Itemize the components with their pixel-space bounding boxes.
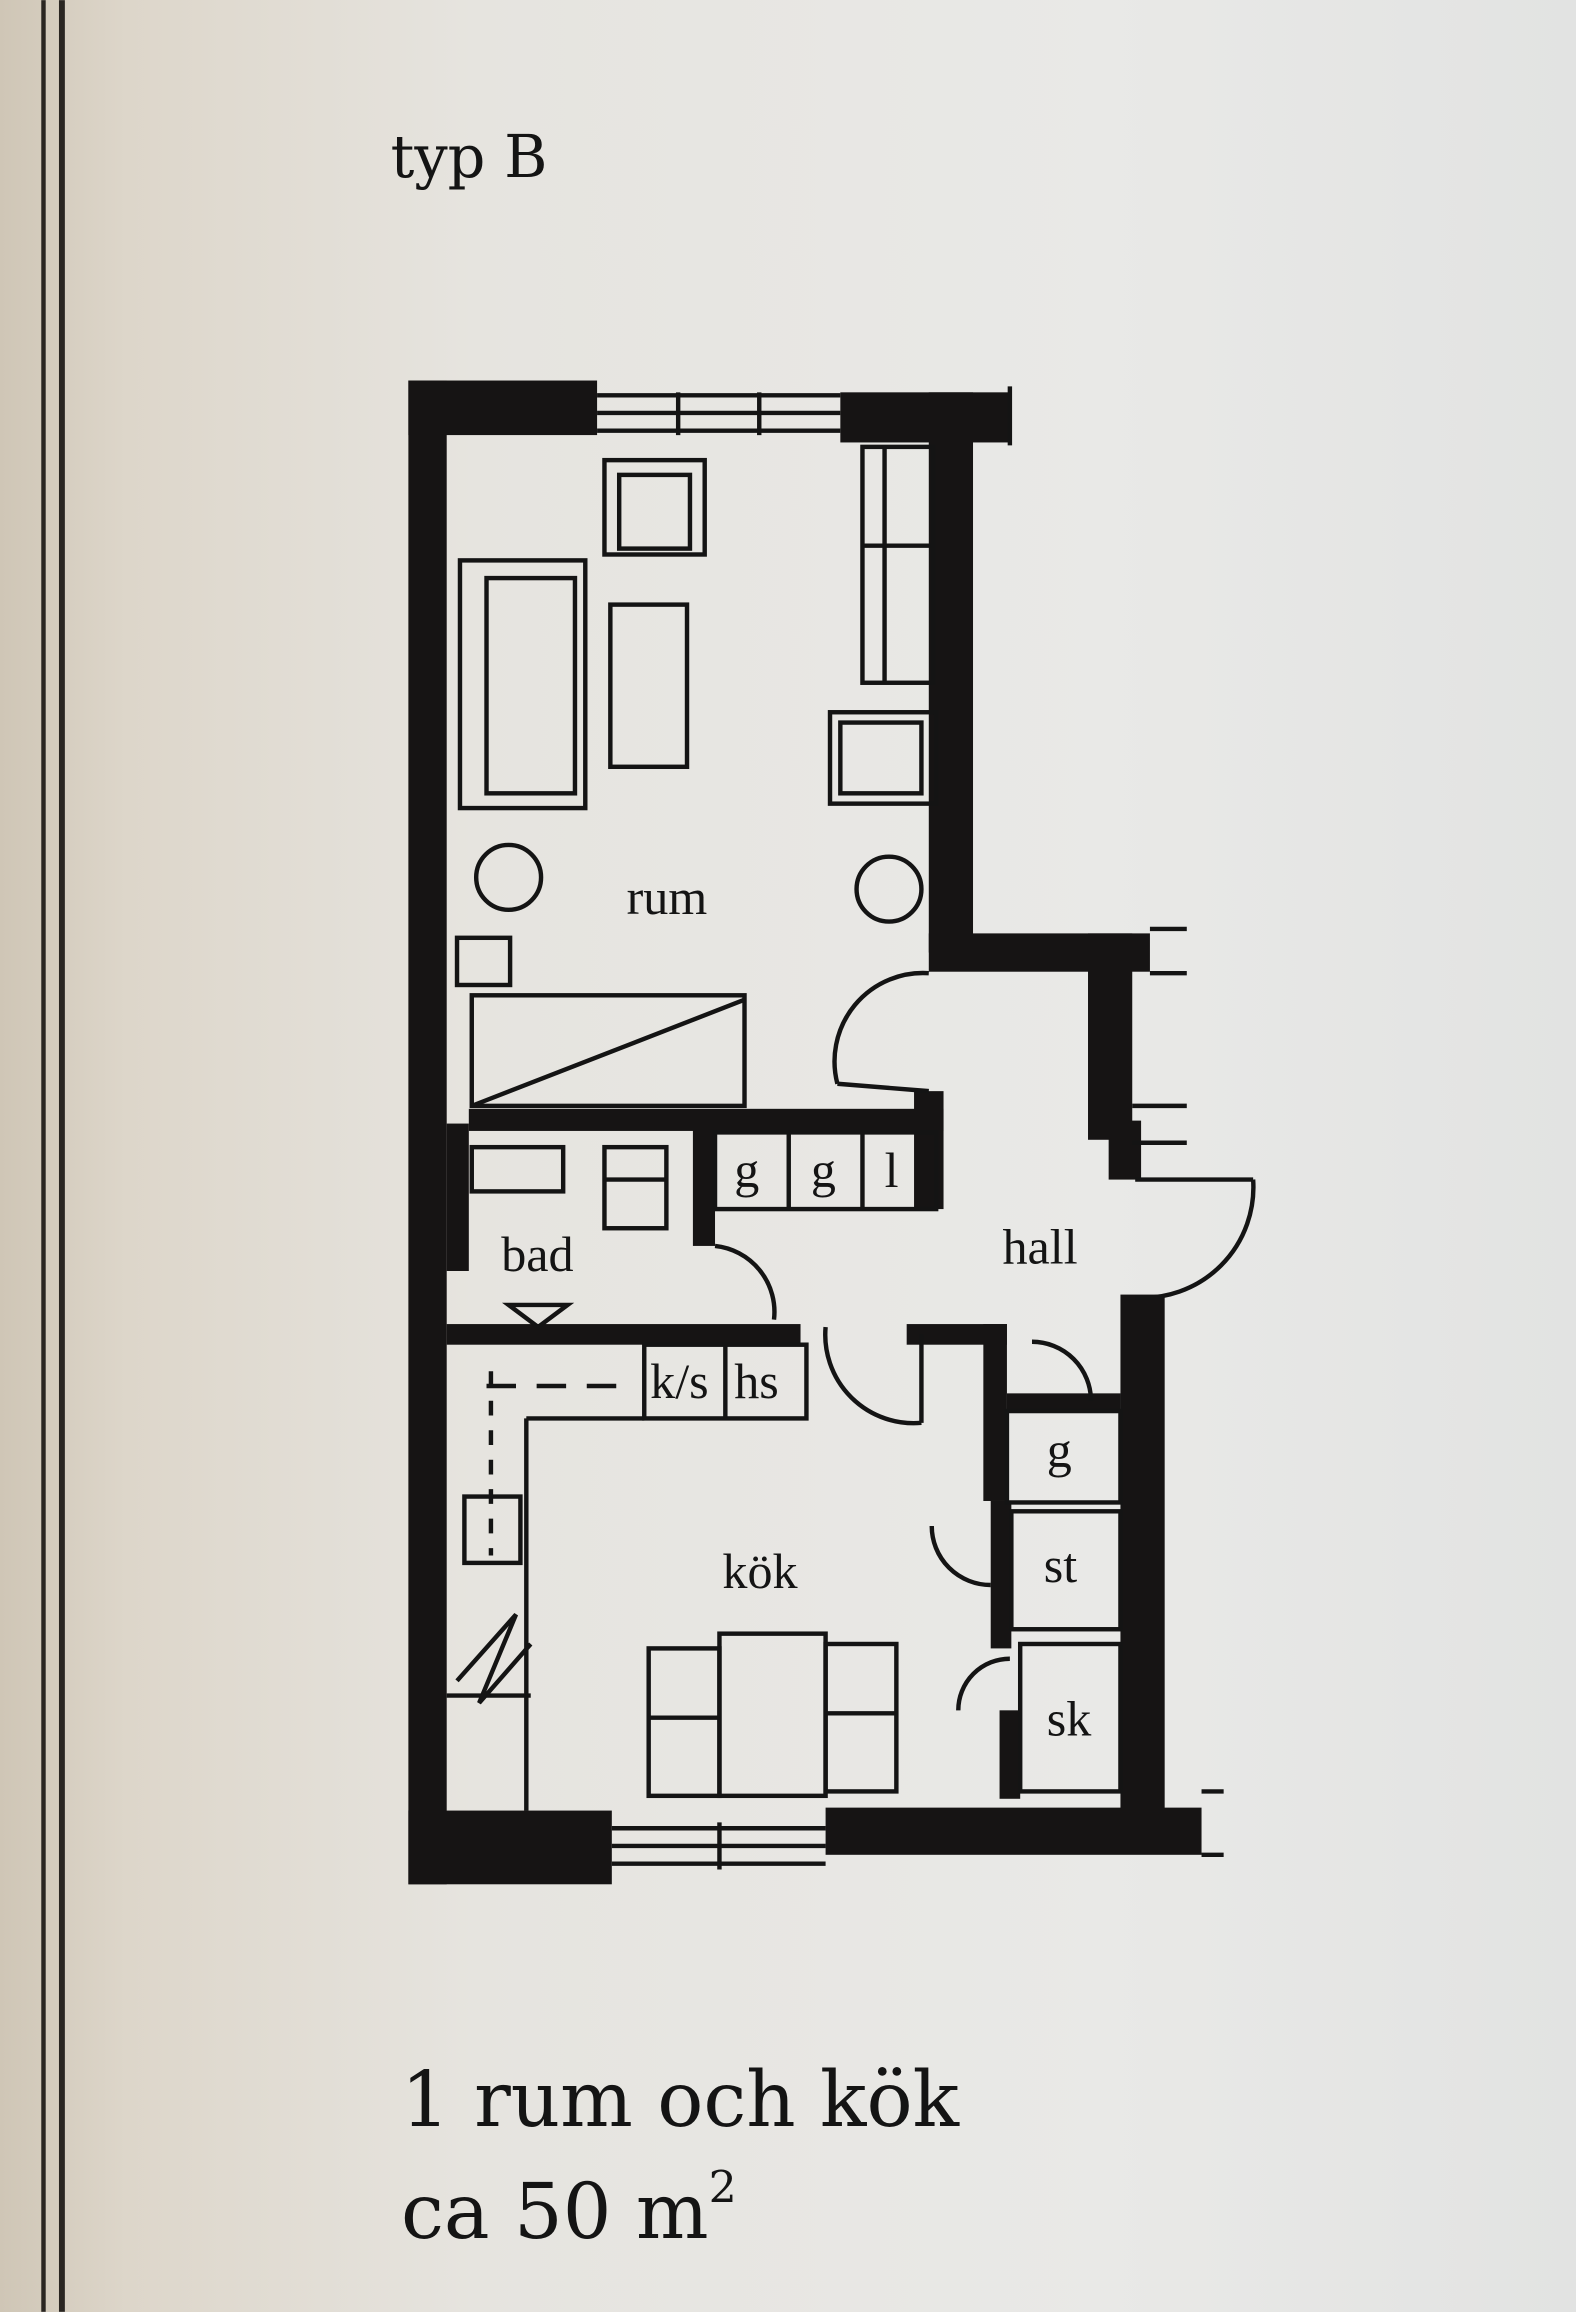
- closet-label-hs: hs: [734, 1353, 779, 1409]
- furniture-bad: [469, 1144, 669, 1330]
- furniture-rum: [454, 444, 939, 1109]
- heading: typ B: [391, 122, 548, 191]
- dimension-ticks: [1007, 386, 1224, 1858]
- wall-rum-right: [928, 392, 974, 953]
- room-label-kok: kök: [722, 1543, 798, 1599]
- closet-label-sk: sk: [1047, 1690, 1093, 1746]
- wall-st-left: [990, 1500, 1012, 1649]
- wall-bottom-left: [408, 1810, 612, 1885]
- room-label-hall: hall: [1003, 1219, 1078, 1275]
- window-bottom: [611, 1822, 826, 1870]
- wall-top-left: [408, 380, 598, 436]
- caption-area-text: ca 50 m: [401, 2168, 709, 2257]
- closet-label-g3: g: [1047, 1422, 1072, 1478]
- book-spine: [41, 0, 65, 2312]
- furniture-kok: [446, 1371, 899, 1811]
- wall-top-right: [840, 392, 1010, 443]
- closet-label-ks: k/s: [650, 1353, 708, 1409]
- wall-bad-left-gap: [446, 1123, 469, 1271]
- wall-sk-left: [999, 1710, 1021, 1799]
- caption-area: ca 50 m2: [401, 2163, 737, 2257]
- doors: [714, 970, 1256, 1711]
- closet-label-l: l: [885, 1142, 899, 1198]
- closet-label-st: st: [1044, 1537, 1078, 1593]
- wall-hall-stub: [1108, 1120, 1142, 1180]
- floor-plan: rum bad hall kök g g l k/s hs g st sk: [408, 380, 1256, 1885]
- closet-label-g1: g: [734, 1142, 759, 1198]
- room-label-rum: rum: [627, 869, 708, 925]
- wall-bad-kok: [446, 1324, 801, 1345]
- wall-left: [408, 380, 447, 1885]
- wall-hall-upper-right: [1088, 933, 1133, 1140]
- wall-rum-bad: [468, 1108, 944, 1131]
- caption-title: 1 rum och kök: [401, 2056, 960, 2145]
- wall-bottom-right: [825, 1807, 1202, 1855]
- closet-label-g2: g: [811, 1142, 836, 1198]
- caption-area-sup: 2: [709, 2163, 737, 2214]
- wall-hall-closets: [983, 1324, 1007, 1501]
- wall-closet-g: [1006, 1393, 1121, 1412]
- closets: [642, 1130, 1123, 1794]
- wall-hall-closets-top: [906, 1324, 1007, 1345]
- wall-right-lower: [1120, 1294, 1165, 1811]
- wall-closet-stub: [914, 1091, 944, 1210]
- room-label-bad: bad: [501, 1226, 573, 1282]
- window-top: [597, 392, 841, 436]
- wall-closet-left: [692, 1127, 716, 1246]
